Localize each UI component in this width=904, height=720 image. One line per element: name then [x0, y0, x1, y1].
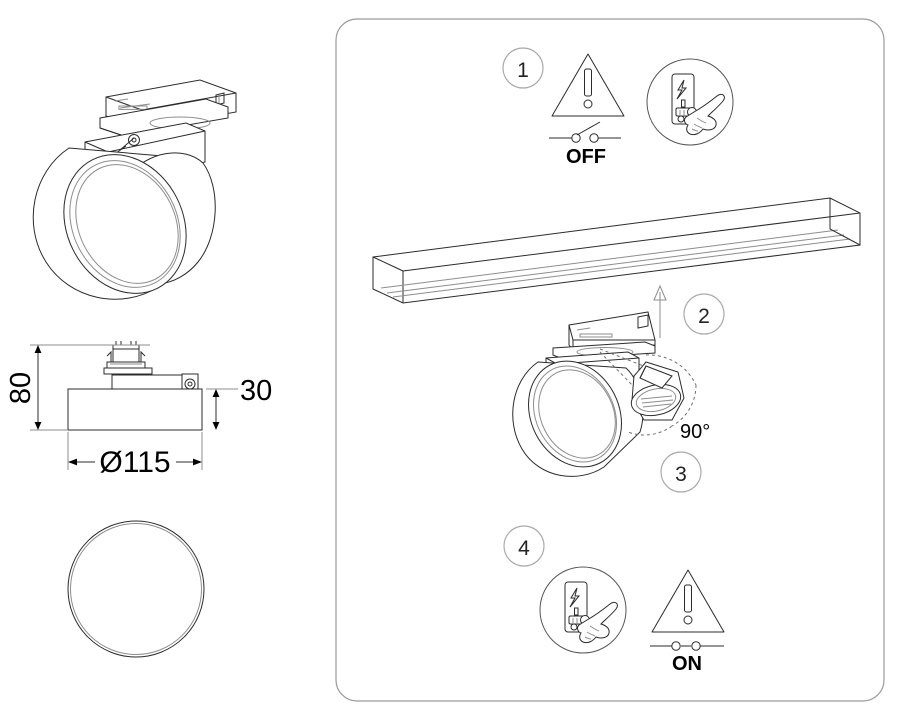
up-arrow-icon [653, 284, 667, 338]
switch-off-label: OFF [566, 146, 606, 168]
warning-triangle-icon-step4 [651, 569, 725, 633]
switch-off-symbol [549, 121, 621, 143]
step-1-group: 1 OFF [502, 47, 734, 168]
product-front-circle-view [67, 520, 205, 658]
dimension-value-80: 80 [5, 372, 37, 404]
dimension-height-30: 30 [212, 375, 272, 430]
step-2-badge [683, 293, 725, 335]
track-rail-icon [372, 197, 861, 304]
step-1-number: 1 [517, 59, 529, 82]
breaker-hand-icon-step4 [539, 566, 627, 654]
dimension-height-80: 80 [5, 345, 42, 430]
step-4-badge [503, 525, 545, 567]
side-adapter-plate [103, 367, 153, 375]
switch-on-label: ON [672, 653, 702, 675]
step-1-badge [502, 47, 544, 89]
rotation-detail-callout: 90° [599, 348, 710, 443]
step-2-group: 2 [653, 284, 725, 338]
adapter-base-plate [99, 98, 229, 137]
center-track-adapter [568, 311, 656, 351]
dimension-diameter-115: Ø115 [68, 446, 202, 479]
dimension-value-30: 30 [240, 375, 272, 407]
rotation-angle-label: 90° [680, 421, 710, 443]
side-track-adapter [106, 341, 146, 369]
product-isometric-view [32, 79, 237, 300]
step-3-number: 3 [675, 463, 687, 486]
side-lamp-body [67, 388, 203, 431]
step-4-group: 4 [503, 525, 725, 675]
dimension-value-115: Ø115 [99, 446, 170, 479]
warning-triangle-icon [551, 53, 625, 117]
step-2-number: 2 [698, 305, 710, 328]
step-4-number: 4 [518, 537, 530, 560]
lamp-head-cylinder [32, 147, 216, 300]
product-side-elevation-view: 80 30 Ø115 [5, 341, 272, 479]
step-3-group: 3 [660, 451, 702, 493]
breaker-hand-icon-step1 [646, 58, 734, 146]
switch-on-symbol [650, 641, 724, 651]
center-lamp-head [512, 360, 644, 477]
step-3-badge [660, 451, 702, 493]
spotlight-mounting-view: 90° [512, 311, 710, 477]
